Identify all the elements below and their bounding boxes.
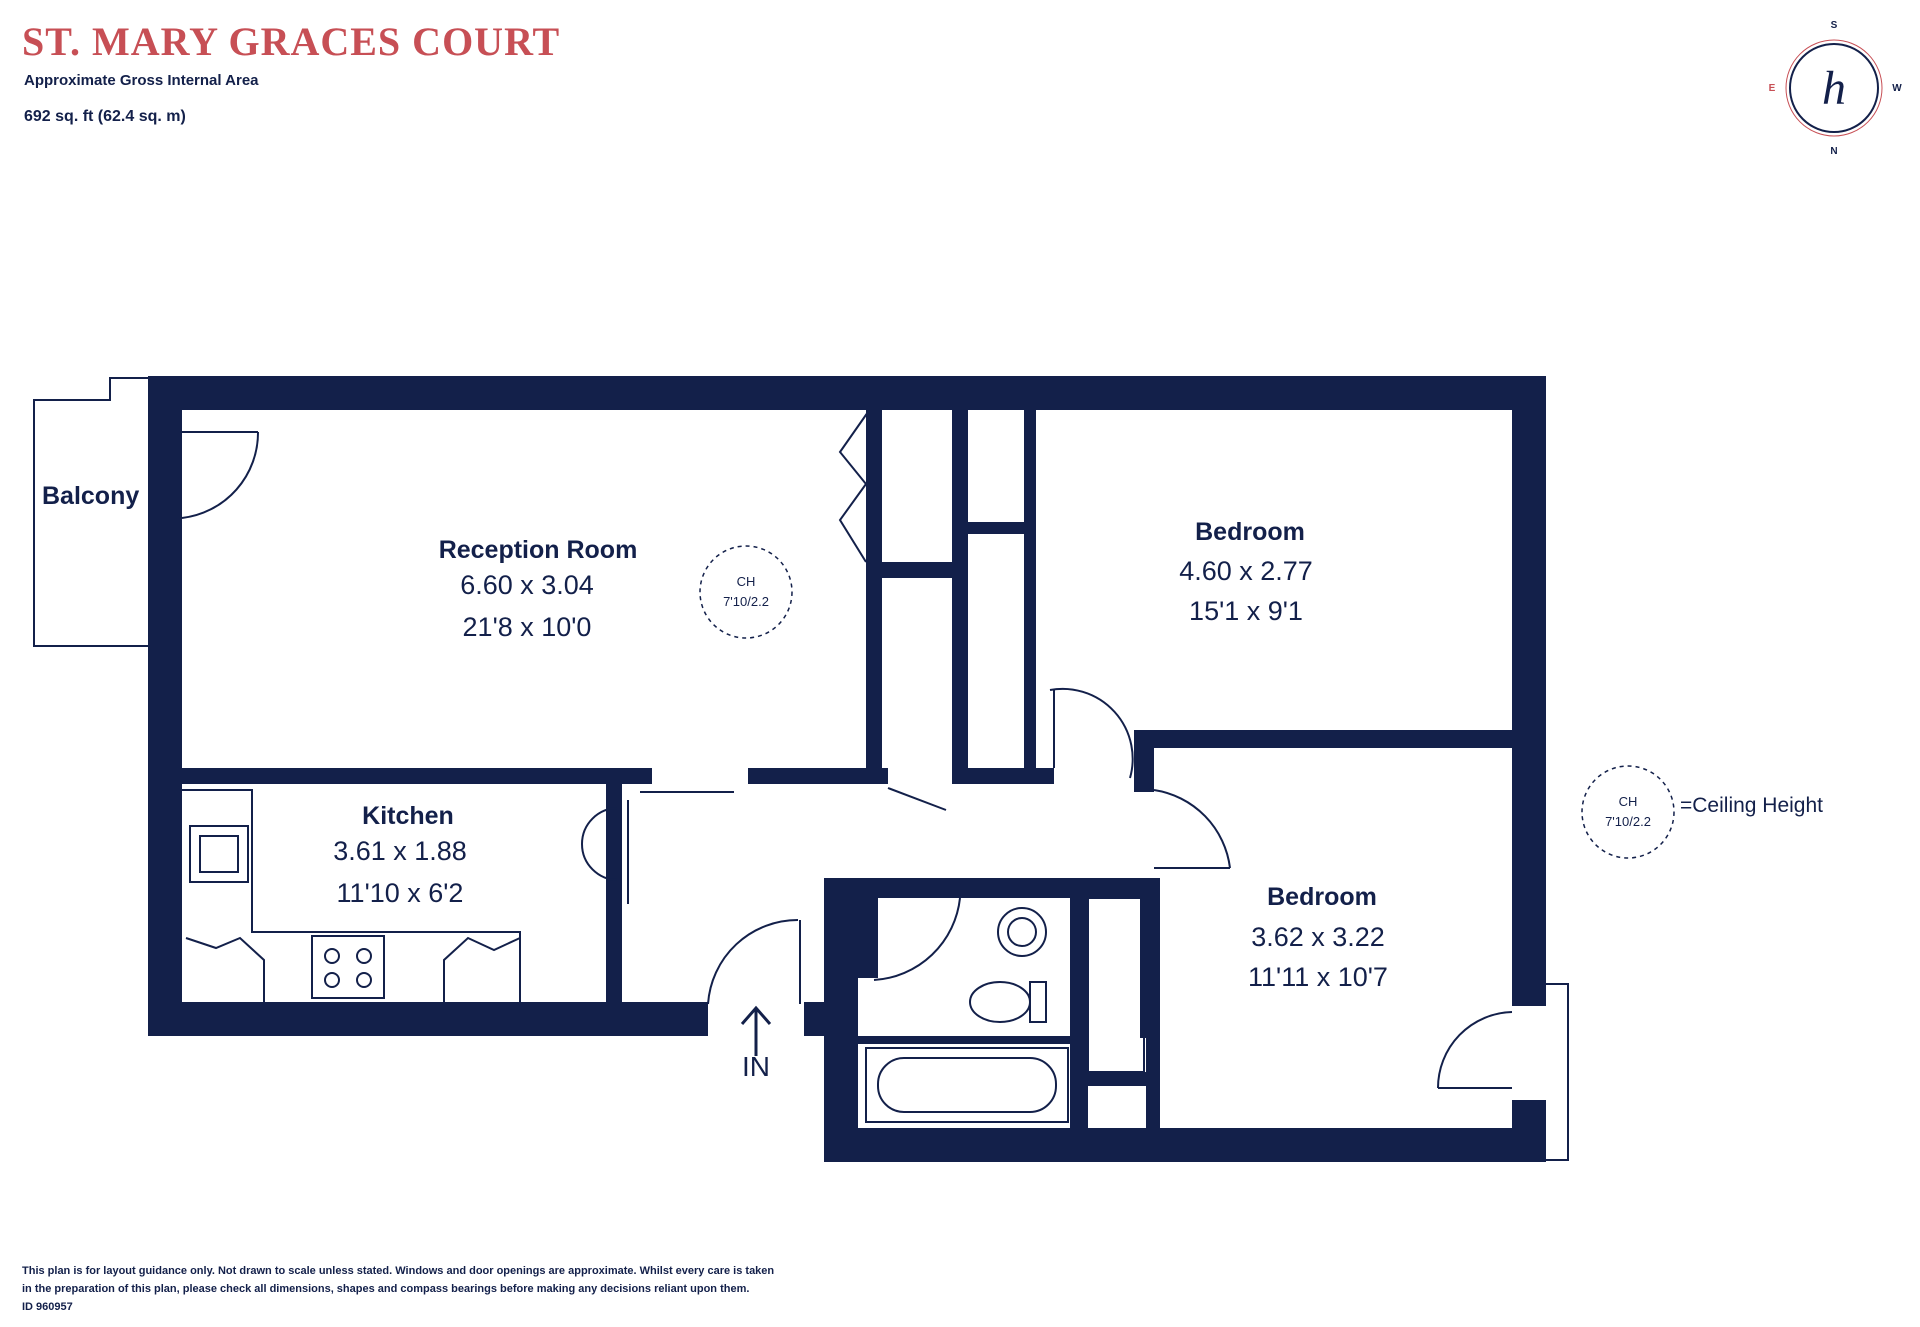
compass-south: S (1831, 20, 1838, 31)
compass-icon: h S N E W (1769, 20, 1902, 157)
ch-marker-label: CH (737, 574, 756, 589)
area-value: 692 sq. ft (62.4 sq. m) (24, 108, 186, 125)
window-bedroom (1517, 523, 1541, 667)
entrance-label: IN (742, 1051, 770, 1082)
ch-legend-label: CH (1619, 794, 1638, 809)
ch-legend-value: 7'10/2.2 (1605, 814, 1651, 829)
reception-metric: 6.60 x 3.04 (460, 570, 594, 600)
reception-label: Reception Room (439, 536, 638, 564)
bedroom1-imperial: 15'1 x 9'1 (1189, 596, 1303, 626)
ch-marker-value: 7'10/2.2 (723, 594, 769, 609)
compass-north: N (1830, 146, 1837, 157)
bathroom-basin (997, 907, 1047, 957)
window-reception (153, 534, 177, 636)
ch-legend-text: =Ceiling Height (1680, 794, 1823, 817)
kitchen-counter (182, 789, 521, 1002)
bathroom-toilet (969, 981, 1031, 1023)
walls (148, 376, 1546, 1162)
bedroom1-metric: 4.60 x 2.77 (1179, 556, 1313, 586)
disclaimer-line-3: ID 960957 (22, 1301, 73, 1313)
area-caption: Approximate Gross Internal Area (24, 72, 259, 89)
balcony-outline (33, 377, 148, 647)
bedroom2-metric: 3.62 x 3.22 (1251, 922, 1385, 952)
kitchen-imperial: 11'10 x 6'2 (337, 878, 464, 908)
bedroom2-label: Bedroom (1267, 883, 1377, 911)
ceiling-height-legend: CH 7'10/2.2 =Ceiling Height (1581, 765, 1823, 859)
disclaimer-line-2: in the preparation of this plan, please … (22, 1283, 750, 1295)
bedroom1-label: Bedroom (1195, 518, 1305, 546)
entrance-arrow-icon (740, 1005, 772, 1056)
compass-west: W (1892, 83, 1902, 94)
fixtures (33, 377, 1569, 1161)
compass-logo: h (1822, 62, 1846, 115)
balcony-label: Balcony (42, 482, 139, 510)
kitchen-metric: 3.61 x 1.88 (333, 836, 467, 866)
bathroom-bath (865, 1047, 1069, 1123)
kitchen-label: Kitchen (362, 802, 454, 830)
bedroom2-imperial: 11'11 x 10'7 (1248, 962, 1388, 992)
kitchen-sink (189, 825, 249, 883)
kitchen-hob (311, 935, 385, 999)
window-kitchen (153, 807, 177, 895)
disclaimer: This plan is for layout guidance only. N… (22, 1262, 1102, 1316)
disclaimer-line-1: This plan is for layout guidance only. N… (22, 1265, 775, 1277)
compass-east: E (1769, 83, 1776, 94)
ceiling-height-marker-plan: CH 7'10/2.2 (699, 545, 793, 639)
property-title: ST. MARY GRACES COURT (22, 19, 561, 64)
reception-imperial: 21'8 x 10'0 (463, 612, 592, 642)
